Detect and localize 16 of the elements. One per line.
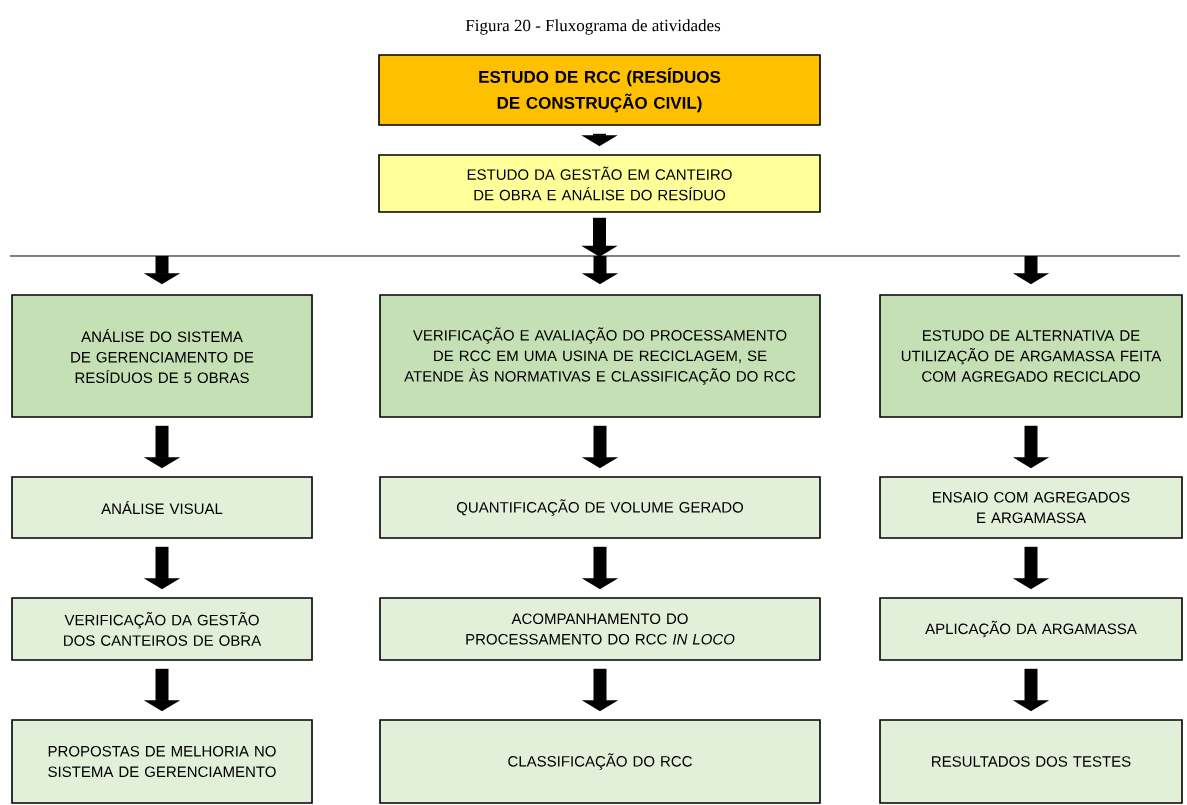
process-box: PROPOSTAS DE MELHORIA NO SISTEMA DE GERENCIAMENTO (11, 719, 313, 804)
process-box: APLICAÇÃO DA ARGAMASSA (879, 597, 1183, 661)
process-box: VERIFICAÇÃO DA GESTÃO DOS CANTEIROS DE OBRA (11, 597, 313, 661)
process-box: ANÁLISE DO SISTEMA DE GERENCIAMENTO DE RESÍDUOS DE 5 OBRAS (11, 294, 313, 418)
process-box: ESTUDO DA GESTÃO EM CANTEIRO DE OBRA E ANÁLISE DO RESÍDUO (378, 154, 821, 213)
process-box: ACOMPANHAMENTO DO PROCESSAMENTO DO RCC IN LOCO (379, 597, 821, 661)
process-box: RESULTADOS DOS TESTES (879, 719, 1183, 804)
branch-line (9, 255, 1181, 257)
title-box: ESTUDO DE RCC (RESÍDUOS DE CONSTRUÇÃO CIVIL) (378, 54, 821, 126)
figure-title: Figura 20 - Fluxograma de atividades (465, 19, 721, 35)
process-box: VERIFICAÇÃO E AVALIAÇÃO DO PROCESSAMENTO DE RCC EM UMA USINA DE RECICLAGEM, SE ATENDE ÀS NORMATIVAS E CLASSIFICAÇÃO DO RCC (379, 294, 821, 418)
process-box: QUANTIFICAÇÃO DE VOLUME GERADO (379, 476, 821, 539)
process-box: ENSAIO COM AGREGADOS E ARGAMASSA (879, 476, 1183, 539)
process-box: CLASSIFICAÇÃO DO RCC (379, 719, 821, 804)
process-box: ANÁLISE VISUAL (11, 476, 313, 539)
process-box: ESTUDO DE ALTERNATIVA DE UTILIZAÇÃO DE ARGAMASSA FEITA COM AGREGADO RECICLADO (879, 294, 1183, 418)
